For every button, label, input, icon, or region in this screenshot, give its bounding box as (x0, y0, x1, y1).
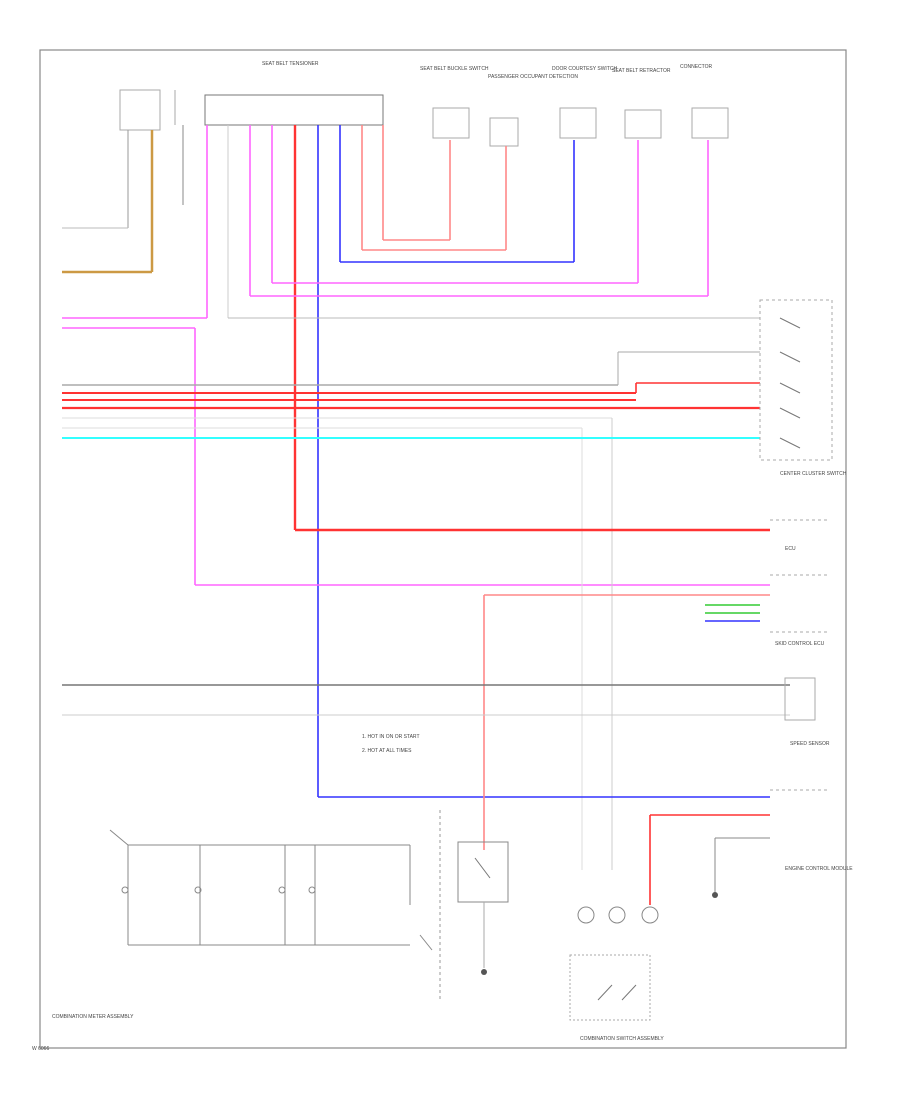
right-label-3: SPEED SENSOR (790, 741, 830, 747)
header-label-5: CONNECTOR (680, 64, 713, 70)
top-connectors (119, 89, 729, 147)
legend-item-1: 2. HOT AT ALL TIMES (362, 748, 412, 754)
right-label-1: ECU (785, 546, 796, 552)
combination-switch-assembly (569, 906, 659, 1021)
left-horizontal-wires (62, 227, 770, 586)
right-label-0: CENTER CLUSTER SWITCH (780, 471, 847, 477)
legend: 1. HOT IN ON OR START 2. HOT AT ALL TIME… (362, 734, 420, 754)
right-label-2: SKID CONTROL ECU (775, 641, 825, 647)
sub-risers (250, 140, 709, 297)
header-label-2: PASSENGER OCCUPANT DETECTION (488, 74, 578, 80)
header-labels: SEAT BELT TENSIONER SEAT BELT BUCKLE SWI… (262, 61, 713, 80)
right-label-4: ENGINE CONTROL MODULE (785, 866, 853, 872)
switch-feed-lines (62, 351, 760, 870)
ecm-wires (649, 814, 770, 905)
relay-box (457, 841, 509, 975)
legend-item-0: 1. HOT IN ON OR START (362, 734, 420, 740)
footer-right-label: COMBINATION SWITCH ASSEMBLY (580, 1036, 664, 1042)
right-labels: ECU SKID CONTROL ECU SPEED SENSOR ENGINE… (770, 519, 853, 872)
header-label-1: SEAT BELT BUCKLE SWITCH (420, 66, 489, 72)
corner-code: W 6066 (32, 1046, 49, 1052)
diagram-border (39, 49, 847, 1049)
top-risers (127, 125, 384, 797)
header-label-3: DOOR COURTESY SWITCH (552, 66, 617, 72)
combination-meter-assembly (109, 829, 433, 951)
center-cluster-switch: CENTER CLUSTER SWITCH (759, 299, 847, 477)
header-label-0: SEAT BELT TENSIONER (262, 61, 319, 67)
header-label-4: SEAT BELT RETRACTOR (612, 68, 671, 74)
skid-control-wires (483, 594, 770, 850)
footer-left-label: COMBINATION METER ASSEMBLY (52, 1014, 134, 1020)
speed-sensor-wires (62, 684, 790, 716)
